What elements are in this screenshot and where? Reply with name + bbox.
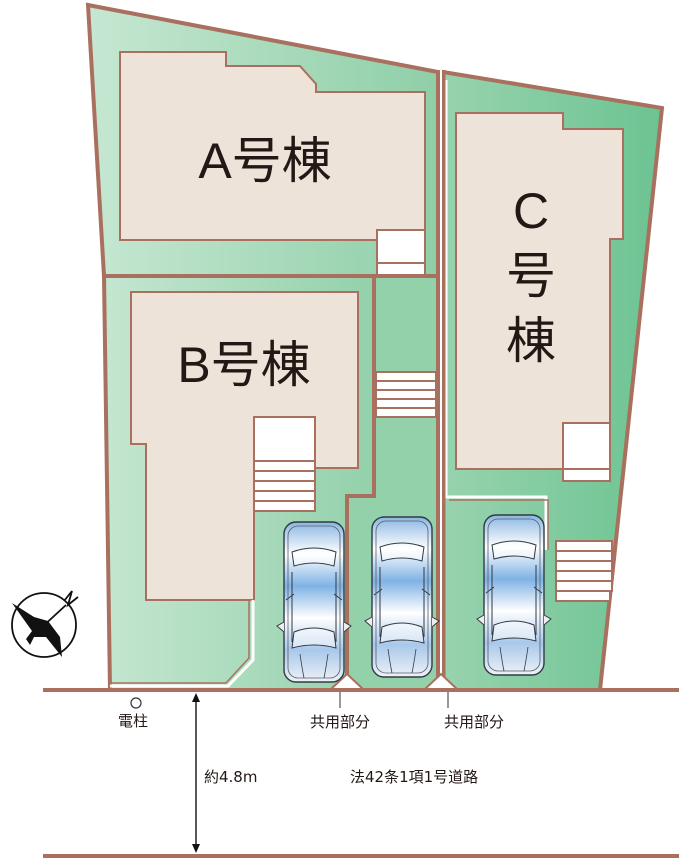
utility-pole-label: 電柱 (118, 712, 148, 730)
car-b (276, 521, 352, 683)
building-a-label: A号棟 (198, 133, 331, 189)
road-width-arrow (192, 693, 200, 853)
utility-pole-icon (130, 697, 142, 709)
car-a (364, 516, 440, 678)
entrance-b (253, 416, 316, 462)
road-width-label: 約4.8m (204, 768, 257, 786)
lot-c (441, 69, 665, 692)
north-arrow-icon (11, 590, 79, 658)
road-type-label: 法42条1項1号道路 (350, 768, 478, 786)
building-c-label-3: 棟 (506, 313, 556, 369)
shared-area-label-2: 共用部分 (444, 713, 504, 731)
building-c-label-2: 号 (506, 248, 556, 304)
building-c-footprint (455, 112, 624, 470)
building-a-footprint (119, 51, 426, 241)
stairs-a (375, 371, 437, 418)
stairs-c (555, 540, 613, 602)
car-c (476, 514, 552, 676)
entrance-c (562, 422, 611, 482)
entrance-a (376, 229, 426, 277)
lot-a (85, 2, 440, 278)
shared-area-label-1: 共用部分 (310, 713, 370, 731)
building-b-label: B号棟 (177, 337, 310, 393)
stairs-b (253, 460, 316, 512)
building-c-label-1: C (513, 183, 549, 239)
